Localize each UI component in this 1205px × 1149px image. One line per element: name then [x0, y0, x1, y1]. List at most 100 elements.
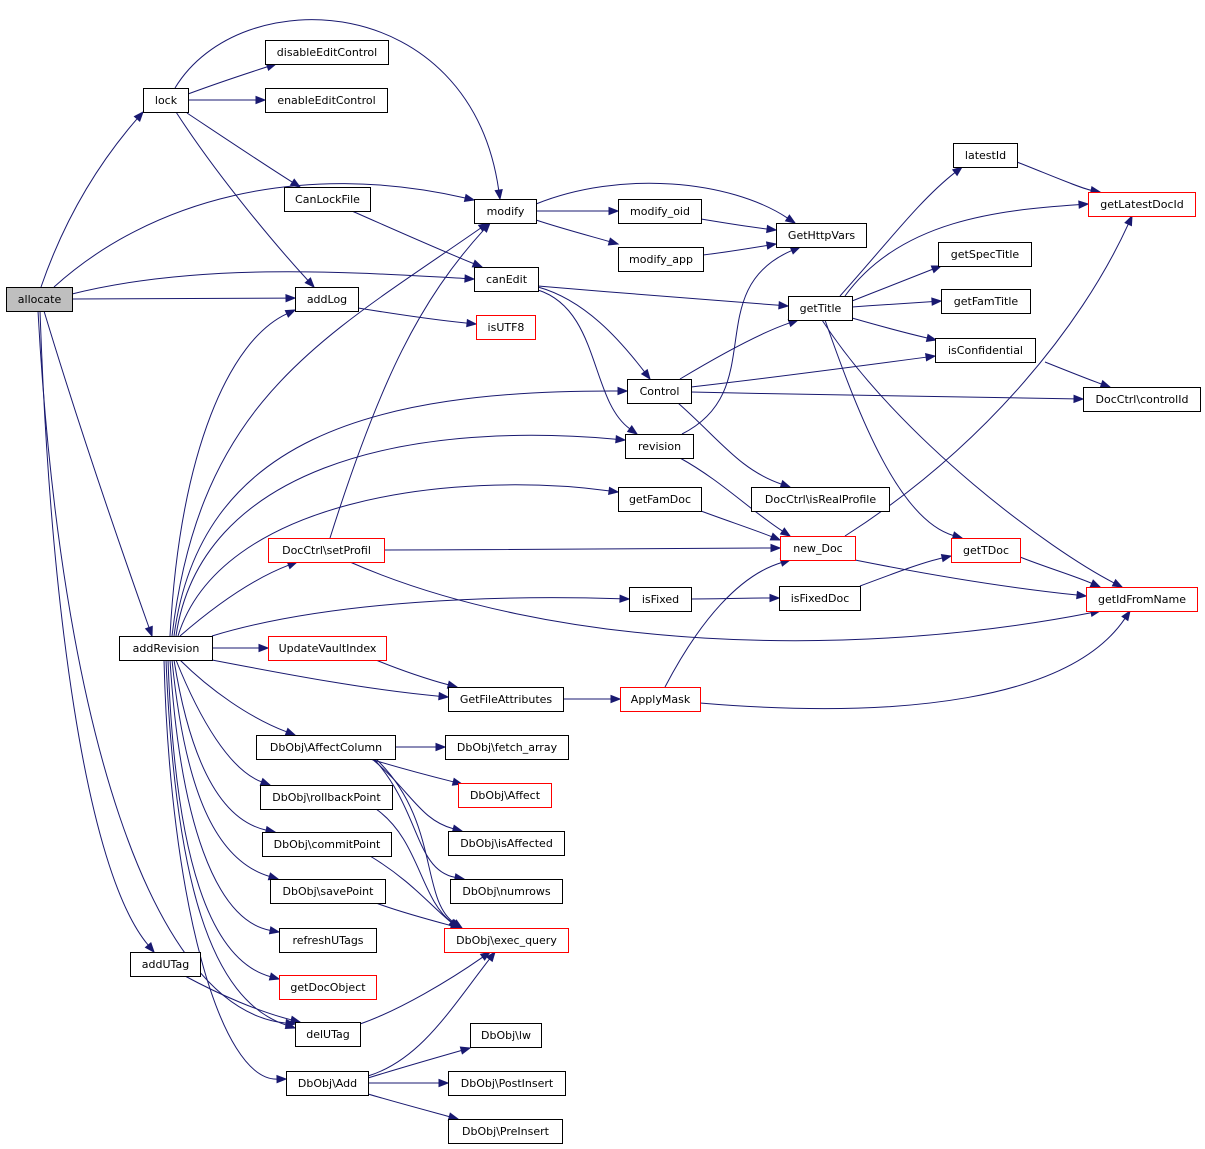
node-enableEditControl[interactable]: enableEditControl — [265, 88, 388, 113]
node-box[interactable] — [286, 1071, 369, 1096]
node-box[interactable] — [279, 928, 377, 953]
node-box[interactable] — [938, 242, 1032, 267]
node-modify[interactable]: modify — [474, 199, 537, 224]
node-GetHttpVars[interactable]: GetHttpVars — [776, 223, 867, 248]
node-getFamDoc[interactable]: getFamDoc — [618, 487, 702, 512]
node-isUTF8[interactable]: isUTF8 — [476, 315, 536, 340]
node-box[interactable] — [262, 832, 392, 857]
node-UpdateVaultIndex[interactable]: UpdateVaultIndex — [268, 636, 387, 661]
node-canEdit[interactable]: canEdit — [474, 267, 539, 292]
node-Control[interactable]: Control — [627, 379, 692, 404]
node-box[interactable] — [448, 831, 565, 856]
node-GetFileAttributes[interactable]: GetFileAttributes — [448, 687, 564, 712]
node-box[interactable] — [6, 287, 73, 312]
node-modify_app[interactable]: modify_app — [618, 247, 704, 272]
node-box[interactable] — [953, 143, 1018, 168]
node-getFamTitle[interactable]: getFamTitle — [941, 289, 1031, 314]
node-box[interactable] — [751, 487, 890, 512]
node-box[interactable] — [1083, 387, 1201, 412]
node-box[interactable] — [935, 338, 1036, 363]
node-box[interactable] — [119, 636, 213, 661]
node-getSpecTitle[interactable]: getSpecTitle — [938, 242, 1032, 267]
node-isFixedDoc[interactable]: isFixedDoc — [779, 586, 861, 611]
node-isFixed[interactable]: isFixed — [629, 587, 692, 612]
node-box[interactable] — [130, 952, 201, 977]
node-savePoint[interactable]: DbObj\savePoint — [270, 879, 386, 904]
node-box[interactable] — [1086, 587, 1198, 612]
node-exec_query[interactable]: DbObj\exec_query — [444, 928, 569, 953]
node-commitPoint[interactable]: DbObj\commitPoint — [262, 832, 392, 857]
node-disableEditControl[interactable]: disableEditControl — [265, 40, 389, 65]
node-box[interactable] — [265, 88, 388, 113]
node-addUTag[interactable]: addUTag — [130, 952, 201, 977]
node-Add[interactable]: DbObj\Add — [286, 1071, 369, 1096]
node-box[interactable] — [295, 287, 359, 312]
node-getIdFromName[interactable]: getIdFromName — [1086, 587, 1198, 612]
node-allocate[interactable]: allocate — [6, 287, 73, 312]
node-box[interactable] — [268, 538, 385, 563]
node-box[interactable] — [627, 379, 692, 404]
node-box[interactable] — [470, 1023, 542, 1048]
node-fetch_array[interactable]: DbObj\fetch_array — [445, 735, 569, 760]
node-CanLockFile[interactable]: CanLockFile — [284, 187, 371, 212]
node-addRevision[interactable]: addRevision — [119, 636, 213, 661]
node-controlId[interactable]: DocCtrl\controlId — [1083, 387, 1201, 412]
node-getLatestDocId[interactable]: getLatestDocId — [1088, 192, 1196, 217]
node-addLog[interactable]: addLog — [295, 287, 359, 312]
node-box[interactable] — [445, 735, 569, 760]
node-box[interactable] — [260, 785, 393, 810]
node-box[interactable] — [458, 783, 552, 808]
node-box[interactable] — [780, 536, 856, 561]
node-box[interactable] — [284, 187, 371, 212]
node-setProfil[interactable]: DocCtrl\setProfil — [268, 538, 385, 563]
node-box[interactable] — [618, 247, 704, 272]
node-box[interactable] — [776, 223, 867, 248]
node-box[interactable] — [444, 928, 569, 953]
node-box[interactable] — [951, 538, 1021, 563]
node-Affect[interactable]: DbObj\Affect — [458, 783, 552, 808]
node-box[interactable] — [448, 1119, 563, 1144]
node-AffectColumn[interactable]: DbObj\AffectColumn — [256, 735, 396, 760]
node-isRealProfile[interactable]: DocCtrl\isRealProfile — [751, 487, 890, 512]
node-box[interactable] — [265, 40, 389, 65]
node-rollbackPoint[interactable]: DbObj\rollbackPoint — [260, 785, 393, 810]
node-modify_oid[interactable]: modify_oid — [618, 199, 702, 224]
node-box[interactable] — [618, 487, 702, 512]
node-box[interactable] — [941, 289, 1031, 314]
node-getTitle[interactable]: getTitle — [788, 296, 853, 321]
node-getDocObject[interactable]: getDocObject — [279, 975, 377, 1000]
node-latestId[interactable]: latestId — [953, 143, 1018, 168]
node-delUTag[interactable]: delUTag — [295, 1022, 361, 1047]
node-isAffected[interactable]: DbObj\isAffected — [448, 831, 565, 856]
node-box[interactable] — [143, 88, 189, 113]
node-box[interactable] — [618, 199, 702, 224]
node-box[interactable] — [270, 879, 386, 904]
node-box[interactable] — [788, 296, 853, 321]
node-new_Doc[interactable]: new_Doc — [780, 536, 856, 561]
node-isConfidential[interactable]: isConfidential — [935, 338, 1036, 363]
node-refreshUTags[interactable]: refreshUTags — [279, 928, 377, 953]
node-box[interactable] — [779, 586, 861, 611]
node-lock[interactable]: lock — [143, 88, 189, 113]
node-box[interactable] — [474, 267, 539, 292]
node-PostInsert[interactable]: DbObj\PostInsert — [448, 1071, 566, 1096]
node-revision[interactable]: revision — [625, 434, 694, 459]
node-numrows[interactable]: DbObj\numrows — [450, 879, 563, 904]
node-box[interactable] — [295, 1022, 361, 1047]
node-box[interactable] — [448, 1071, 566, 1096]
node-box[interactable] — [448, 687, 564, 712]
node-box[interactable] — [279, 975, 377, 1000]
node-box[interactable] — [629, 587, 692, 612]
node-box[interactable] — [620, 687, 701, 712]
node-box[interactable] — [450, 879, 563, 904]
node-lw[interactable]: DbObj\lw — [470, 1023, 542, 1048]
node-box[interactable] — [476, 315, 536, 340]
node-PreInsert[interactable]: DbObj\PreInsert — [448, 1119, 563, 1144]
node-box[interactable] — [474, 199, 537, 224]
node-box[interactable] — [268, 636, 387, 661]
node-box[interactable] — [256, 735, 396, 760]
node-getTDoc[interactable]: getTDoc — [951, 538, 1021, 563]
node-box[interactable] — [625, 434, 694, 459]
node-ApplyMask[interactable]: ApplyMask — [620, 687, 701, 712]
node-box[interactable] — [1088, 192, 1196, 217]
